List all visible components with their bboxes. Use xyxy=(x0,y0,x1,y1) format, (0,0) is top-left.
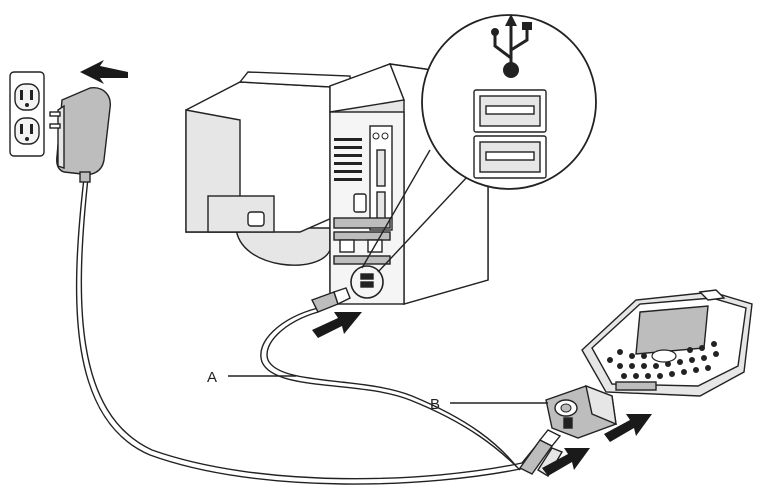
insert-arrow-icon xyxy=(312,312,362,338)
power-cable xyxy=(75,177,549,485)
power-adapter-icon xyxy=(49,87,111,183)
handheld-device-icon xyxy=(581,289,753,397)
sync-cradle-connector-icon xyxy=(545,384,617,439)
usb-zoom-callout xyxy=(421,14,597,190)
usb-cable-a xyxy=(260,307,521,471)
insert-arrow-icon xyxy=(80,60,128,84)
label-a: A xyxy=(207,369,217,386)
usb-port-highlight xyxy=(350,265,384,299)
cable-plugs xyxy=(518,429,564,477)
label-b: B xyxy=(430,396,440,413)
insert-arrow-icon xyxy=(604,414,652,442)
insert-arrow-icon xyxy=(542,448,590,476)
computer-monitor-icon xyxy=(185,71,351,266)
usb-port-icon xyxy=(473,89,547,179)
usb-symbol-icon xyxy=(491,14,532,78)
usb-plug xyxy=(311,287,351,313)
wall-outlet-icon xyxy=(9,71,45,157)
